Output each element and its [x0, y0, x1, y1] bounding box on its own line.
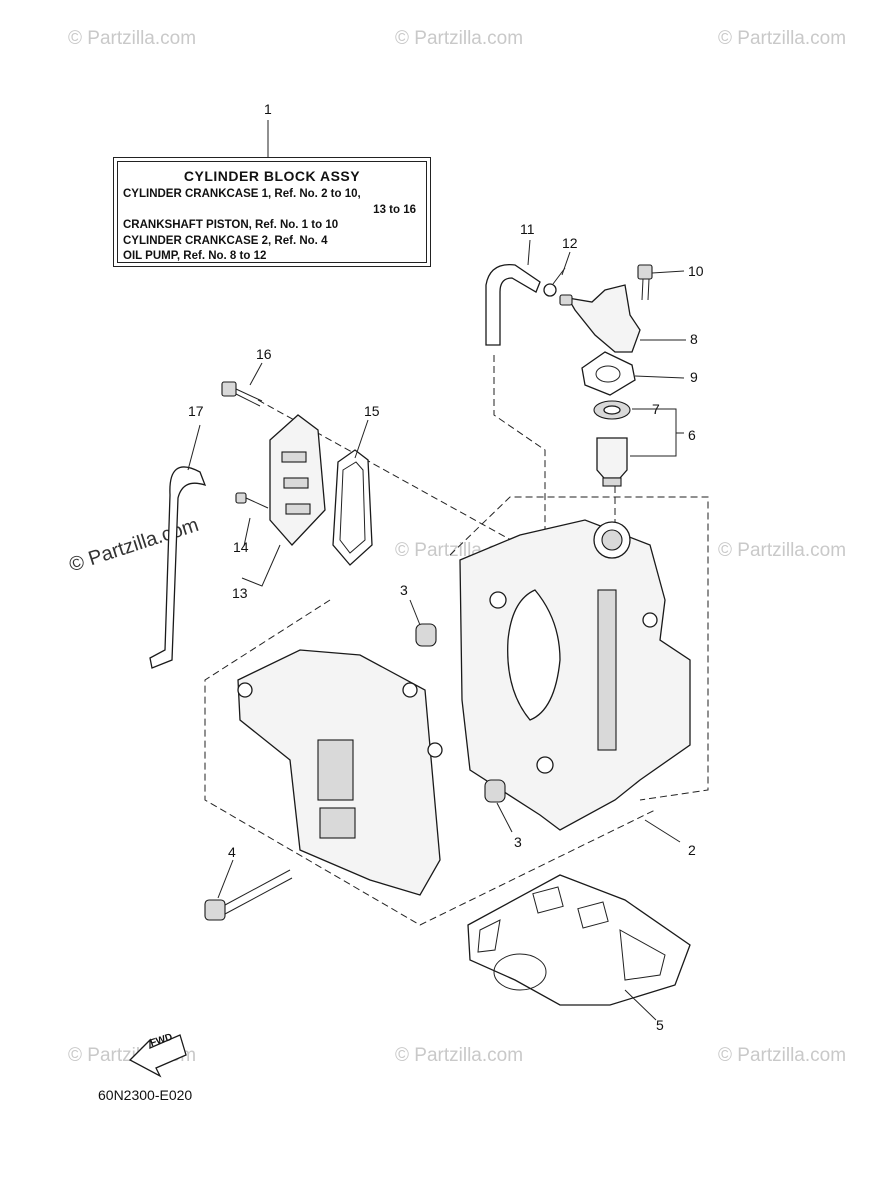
- callout-7[interactable]: 7: [652, 401, 660, 417]
- watermark: © Partzilla.com: [68, 28, 197, 49]
- callout-9[interactable]: 9: [690, 369, 698, 385]
- callout-14[interactable]: 14: [233, 539, 249, 555]
- callout-2[interactable]: 2: [688, 842, 696, 858]
- callout-11[interactable]: 11: [520, 221, 535, 237]
- assembly-label-box: CYLINDER BLOCK ASSY CYLINDER CRANKCASE 1…: [113, 157, 431, 267]
- callout-16[interactable]: 16: [256, 346, 272, 362]
- callout-6[interactable]: 6: [688, 427, 696, 443]
- assembly-title: CYLINDER BLOCK ASSY: [183, 168, 361, 184]
- callout-12[interactable]: 12: [562, 235, 578, 251]
- diagram-code: 60N2300-E020: [98, 1087, 193, 1103]
- callout-15[interactable]: 15: [364, 403, 380, 419]
- assembly-line-1b: 13 to 16: [373, 204, 416, 216]
- callout-3-upper[interactable]: 3: [400, 582, 408, 598]
- watermark: © Partzilla.com: [718, 540, 847, 561]
- callout-8[interactable]: 8: [690, 331, 698, 347]
- callout-10[interactable]: 10: [688, 263, 704, 279]
- assembly-line-2: CRANKSHAFT PISTON, Ref. No. 1 to 10: [123, 219, 339, 231]
- assembly-line-4: OIL PUMP, Ref. No. 8 to 12: [123, 250, 267, 262]
- watermark: © Partzilla.com: [395, 28, 524, 49]
- callout-3-lower[interactable]: 3: [514, 834, 522, 850]
- watermark: © Partzilla.com: [395, 1045, 524, 1066]
- callout-13[interactable]: 13: [232, 585, 248, 601]
- assembly-line-3: CYLINDER CRANKCASE 2, Ref. No. 4: [123, 235, 328, 247]
- callout-5[interactable]: 5: [656, 1017, 664, 1033]
- callout-4[interactable]: 4: [228, 844, 236, 860]
- watermark: © Partzilla.com: [718, 1045, 847, 1066]
- callout-1[interactable]: 1: [264, 101, 272, 117]
- assembly-line-1: CYLINDER CRANKCASE 1, Ref. No. 2 to 10,: [123, 188, 361, 200]
- watermark: © Partzilla.com: [718, 28, 847, 49]
- callout-17[interactable]: 17: [188, 403, 204, 419]
